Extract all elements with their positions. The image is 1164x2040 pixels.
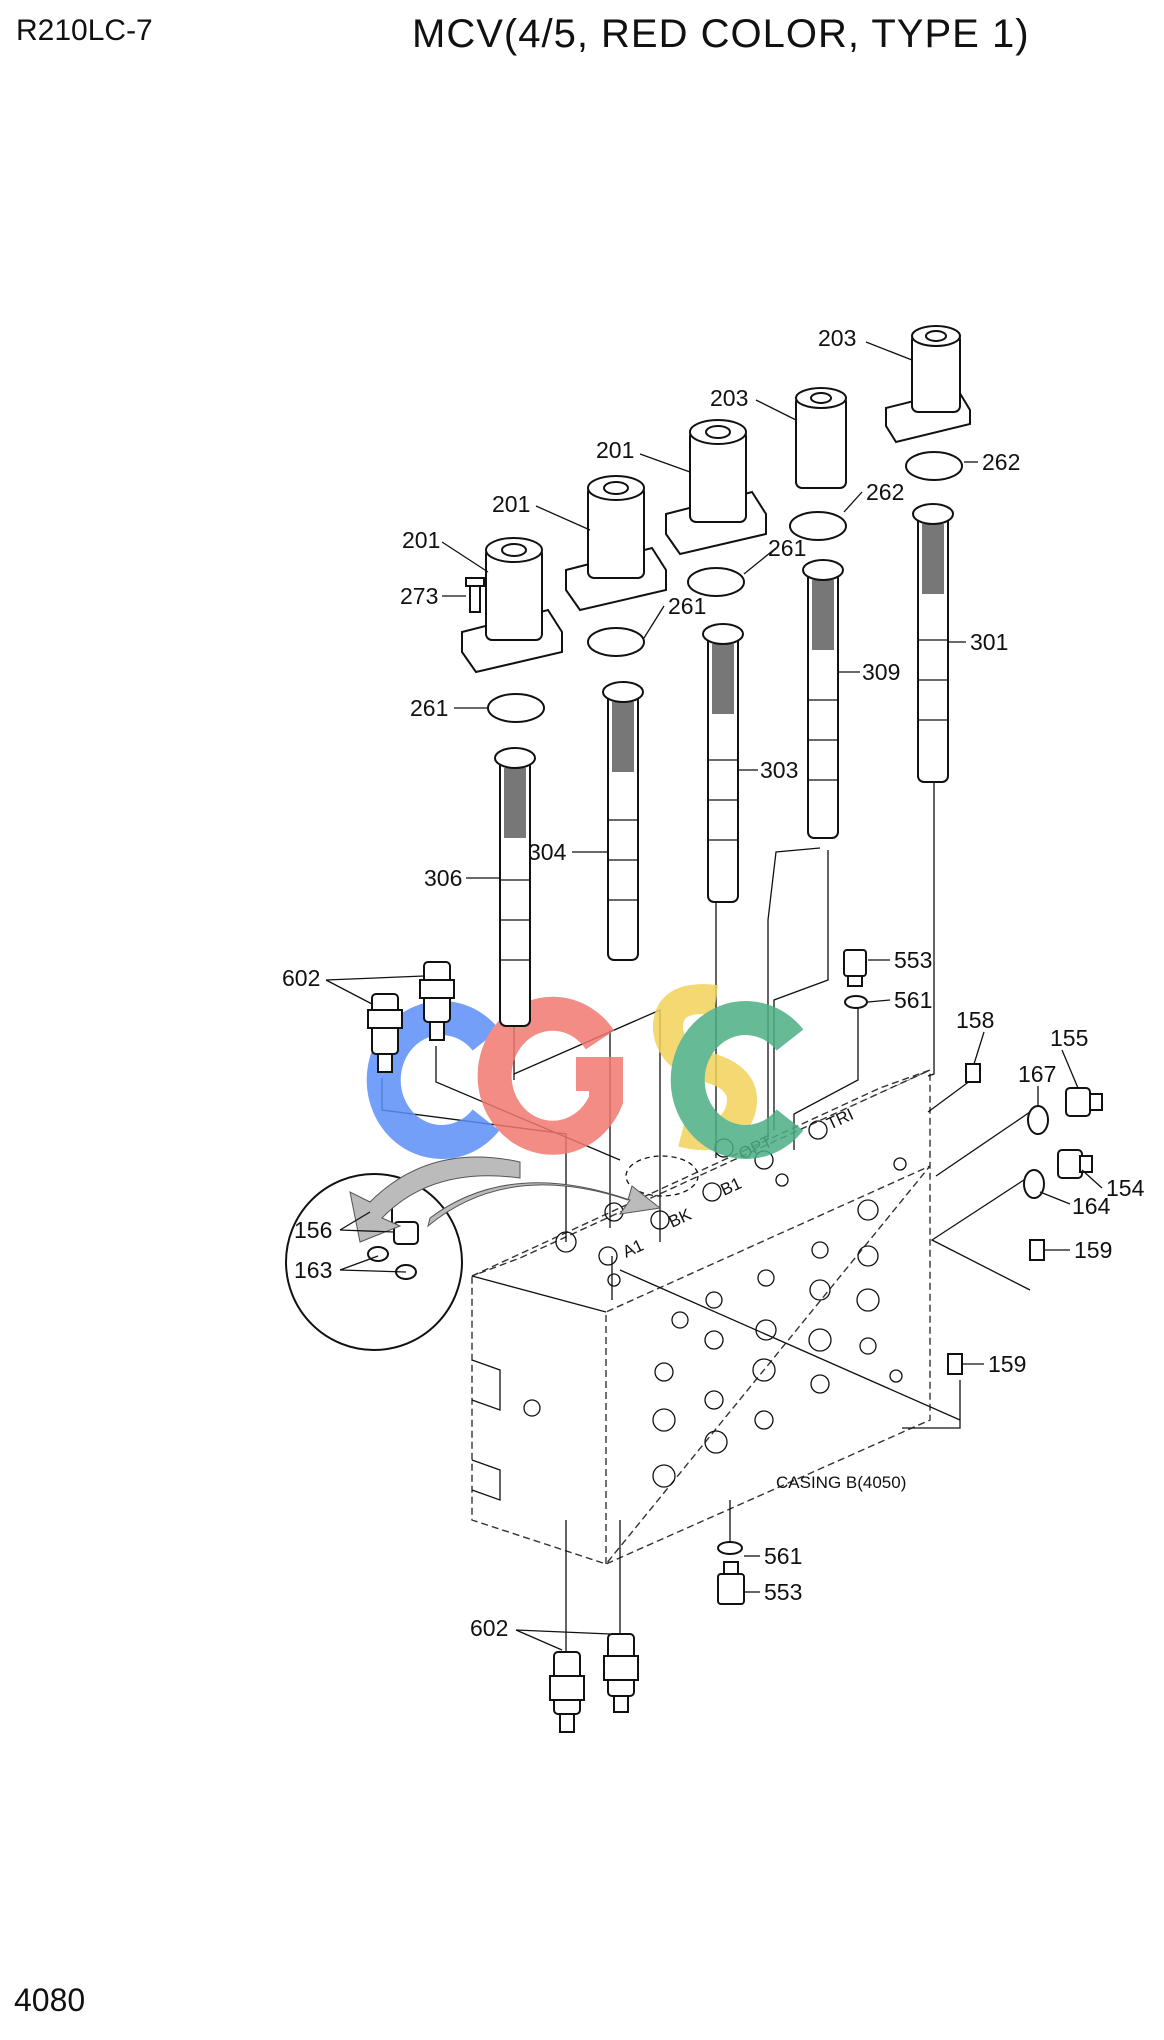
- solenoid-201-b[interactable]: [565, 475, 667, 612]
- plug-156-b[interactable]: [393, 1221, 419, 1245]
- spool-309[interactable]: [802, 559, 844, 839]
- o-ring-262-a[interactable]: [789, 511, 847, 541]
- spool-301[interactable]: [912, 503, 954, 783]
- label-163: 163: [294, 1257, 332, 1283]
- plug-553-top[interactable]: [843, 949, 867, 987]
- label-262-a: 262: [866, 479, 904, 505]
- plug-553-bottom[interactable]: [717, 1561, 745, 1605]
- label-201-b: 201: [492, 491, 530, 517]
- label-301: 301: [970, 629, 1008, 655]
- spool-303[interactable]: [702, 623, 744, 903]
- callout-labels: 203 203 201 201 201 273 262 262 261 261 …: [282, 325, 1145, 1641]
- label-553-a: 553: [894, 947, 932, 973]
- spool-304[interactable]: [602, 681, 644, 961]
- label-261-b: 261: [668, 593, 706, 619]
- casing-label: CASING B(4050): [776, 1473, 906, 1492]
- plug-159-b[interactable]: [947, 1353, 963, 1375]
- label-261-c: 261: [768, 535, 806, 561]
- valve-602-top-a[interactable]: [367, 993, 403, 1073]
- o-ring-261-b[interactable]: [587, 627, 645, 657]
- page-title: MCV(4/5, RED COLOR, TYPE 1): [412, 12, 1030, 56]
- plug-154[interactable]: [1057, 1149, 1093, 1179]
- page-number: 4080: [14, 1982, 86, 2018]
- plug-159-a[interactable]: [1029, 1239, 1045, 1261]
- label-156: 156: [294, 1217, 332, 1243]
- spool-306[interactable]: [494, 747, 536, 1027]
- solenoid-201-a[interactable]: [461, 537, 563, 674]
- label-261-a: 261: [410, 695, 448, 721]
- valve-602-bottom-a[interactable]: [549, 1651, 585, 1733]
- label-159-b: 159: [988, 1351, 1026, 1377]
- label-164: 164: [1072, 1193, 1111, 1219]
- detail-view: [285, 1156, 662, 1351]
- plug-155[interactable]: [1065, 1087, 1103, 1117]
- label-167: 167: [1018, 1061, 1056, 1087]
- model-number: R210LC-7: [16, 14, 153, 47]
- o-ring-262-b[interactable]: [905, 451, 963, 481]
- valve-602-top-b[interactable]: [419, 961, 455, 1041]
- label-306: 306: [424, 865, 462, 891]
- label-201-a: 201: [402, 527, 440, 553]
- label-203-b: 203: [818, 325, 856, 351]
- label-155: 155: [1050, 1025, 1088, 1051]
- label-303: 303: [760, 757, 798, 783]
- label-158: 158: [956, 1007, 994, 1033]
- label-154: 154: [1106, 1175, 1145, 1201]
- label-262-b: 262: [982, 449, 1020, 475]
- label-309: 309: [862, 659, 900, 685]
- callout-leaders: [325, 341, 1103, 1651]
- o-ring-167[interactable]: [1027, 1105, 1049, 1135]
- solenoid-203-a[interactable]: [795, 387, 847, 489]
- label-561-b: 561: [764, 1543, 802, 1569]
- label-561-a: 561: [894, 987, 932, 1013]
- plug-158[interactable]: [965, 1063, 981, 1083]
- o-ring-261-a[interactable]: [487, 693, 545, 723]
- label-602-b: 602: [470, 1615, 508, 1641]
- label-273: 273: [400, 583, 438, 609]
- bolt-273[interactable]: [465, 577, 485, 613]
- o-ring-561-top[interactable]: [844, 995, 868, 1009]
- solenoid-203-b[interactable]: [885, 325, 971, 444]
- label-203-a: 203: [710, 385, 748, 411]
- label-201-c: 201: [596, 437, 634, 463]
- label-159-a: 159: [1074, 1237, 1112, 1263]
- valve-602-bottom-b[interactable]: [603, 1633, 639, 1713]
- o-ring-561-bottom[interactable]: [717, 1541, 743, 1555]
- label-304: 304: [528, 839, 567, 865]
- o-ring-164[interactable]: [1023, 1169, 1045, 1199]
- label-602-a: 602: [282, 965, 320, 991]
- solenoid-201-c[interactable]: [665, 419, 767, 556]
- label-553-b: 553: [764, 1579, 802, 1605]
- o-ring-261-c[interactable]: [687, 567, 745, 597]
